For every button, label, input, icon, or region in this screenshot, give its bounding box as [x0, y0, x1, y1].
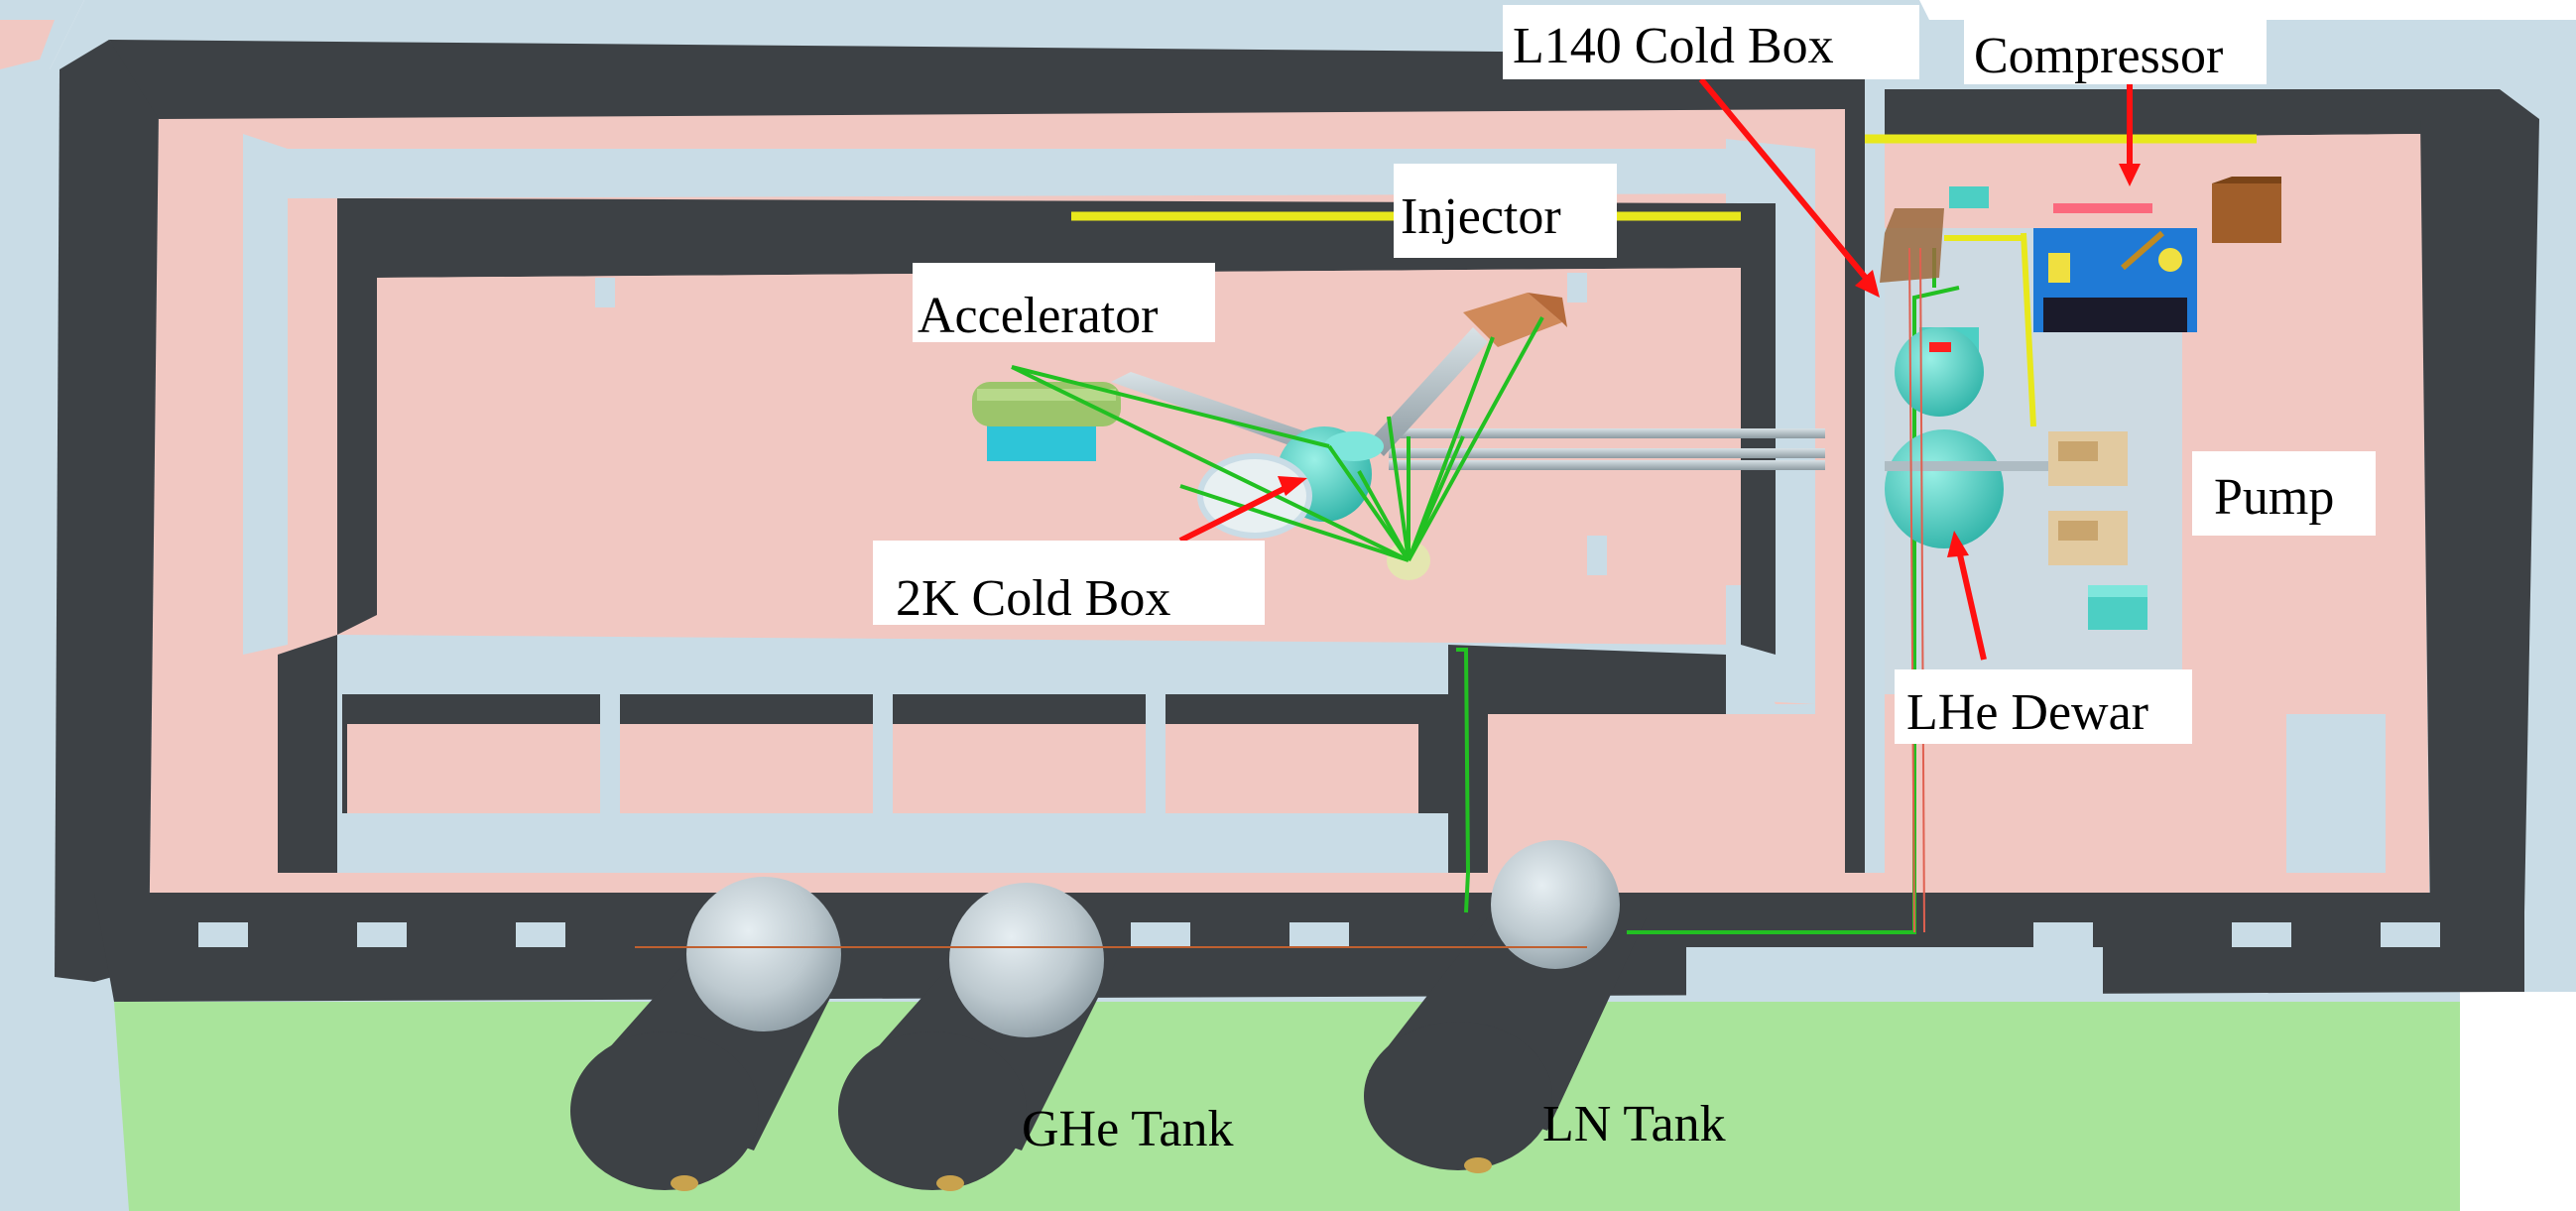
- ghe-tank-2: [838, 883, 1121, 1191]
- room: [893, 724, 1146, 813]
- label-lhe-dewar: LHe Dewar: [1906, 684, 2148, 741]
- label-injector: Injector: [1401, 188, 1561, 245]
- hall-pillar: [595, 278, 615, 307]
- wall-window: [1131, 922, 1190, 947]
- label-bg: [2192, 451, 2376, 536]
- tank-group: [570, 840, 1647, 1191]
- wall-annex: [1686, 947, 2103, 997]
- accelerator-pipe: [1111, 372, 1349, 461]
- feed-lines: [1908, 247, 1925, 933]
- beam-pipe: [1389, 460, 1825, 470]
- right-wing-divider: [1845, 79, 1865, 873]
- hall-wall-left: [337, 198, 377, 635]
- arrow-head: [1278, 476, 1307, 496]
- hall-pillar: [1587, 536, 1607, 575]
- room-divider: [600, 645, 620, 813]
- arrow-head: [1855, 270, 1880, 298]
- beam-pipe: [1389, 448, 1825, 458]
- compressor-unit: [2033, 177, 2281, 332]
- label-bg: [1895, 669, 2192, 744]
- pump-units: [2048, 431, 2147, 630]
- right-wing-box: [2286, 714, 2386, 873]
- inner-corridor-left: [243, 134, 288, 655]
- arrow-2k-cold-box: [1178, 483, 1291, 544]
- wall-window: [1289, 922, 1349, 947]
- label-pump: Pump: [2214, 469, 2334, 526]
- room: [347, 724, 600, 813]
- label-ln-tank: LN Tank: [1542, 1096, 1726, 1152]
- ln-tank: [1364, 840, 1647, 1173]
- labels: L140 Cold Box Compressor Injector Accele…: [873, 5, 2376, 1157]
- wall-window: [198, 922, 248, 947]
- label-accelerator: Accelerator: [918, 288, 1158, 344]
- label-bg: [1394, 164, 1617, 258]
- rooms-inner-wall: [1448, 645, 1726, 873]
- label-ghe-tank: GHe Tank: [1022, 1101, 1233, 1157]
- wall-window: [516, 922, 565, 947]
- lawn: [114, 1002, 2460, 1211]
- rooms-lower-floor: [1488, 714, 1815, 873]
- rooms-wall: [278, 635, 337, 873]
- room: [620, 724, 873, 813]
- beam-pipe: [1389, 428, 1825, 438]
- wall-window: [2381, 922, 2440, 947]
- label-l140-cold-box: L140 Cold Box: [1513, 18, 1834, 74]
- outer-wall-right: [2420, 119, 2539, 917]
- wall-window: [2033, 922, 2093, 947]
- ghe-tank-1: [570, 877, 853, 1191]
- right-wing-equipment: [1880, 177, 2281, 933]
- arrow-lhe-dewar: [1956, 549, 1987, 661]
- room: [1165, 724, 1418, 813]
- right-wing-divider-light: [1865, 79, 1885, 873]
- accelerator-module: [972, 382, 1121, 461]
- label-compressor: Compressor: [1974, 28, 2223, 84]
- label-bg: [1503, 5, 1919, 79]
- hall-pillar: [1567, 273, 1587, 303]
- outer-wall-top-right: [1865, 89, 2539, 139]
- arrow-head: [1947, 531, 1969, 557]
- wall-window: [2232, 922, 2291, 947]
- label-bg: [873, 541, 1265, 625]
- building-notch-pink: [0, 20, 55, 69]
- l140-cold-box: [1880, 186, 1989, 417]
- room-divider: [1146, 645, 1165, 813]
- wall-window: [357, 922, 407, 947]
- injector-pipe: [1369, 327, 1488, 456]
- outer-wall-left: [55, 40, 159, 982]
- room-divider: [873, 645, 893, 813]
- label-2k-cold-box: 2K Cold Box: [896, 570, 1170, 627]
- label-bg: [913, 263, 1215, 342]
- outer-wall-top: [109, 40, 1845, 119]
- callout-arrows: [1178, 77, 2141, 661]
- arrow-l140-cold-box: [1698, 77, 1873, 285]
- arrow-head: [2119, 164, 2141, 186]
- label-bg: [1964, 20, 2267, 84]
- injector-module: [1463, 293, 1567, 347]
